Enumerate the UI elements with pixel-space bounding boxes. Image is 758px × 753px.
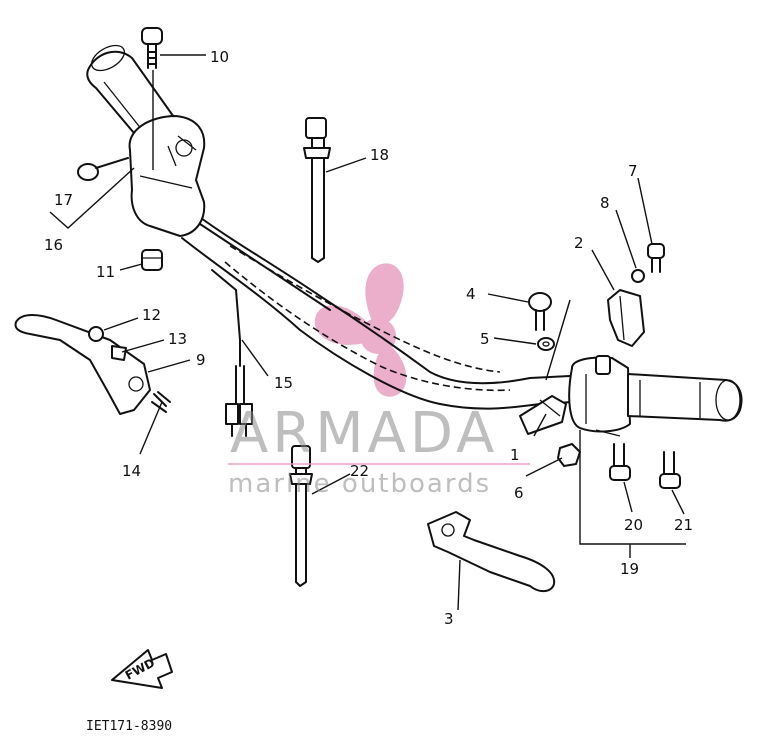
- part-6-nut: [557, 443, 581, 467]
- part-7-screw: [647, 243, 665, 273]
- part-4-knob: [528, 292, 552, 331]
- handlebar: [181, 209, 573, 410]
- right-throttle-housing: [568, 355, 631, 433]
- armada-propeller-logo: [314, 263, 407, 397]
- part-18-cable-tie: [303, 117, 331, 263]
- part-21-screw: [659, 451, 681, 489]
- part-15-wire-harness: [211, 269, 253, 437]
- callout-6: 6: [514, 484, 524, 502]
- callout-20: 20: [624, 516, 643, 534]
- callout-17: 17: [54, 191, 73, 209]
- callout-21: 21: [674, 516, 693, 534]
- callout-14: 14: [122, 462, 141, 480]
- leader-lines: [49, 54, 686, 611]
- part-17-screw: [77, 157, 129, 181]
- callout-19: 19: [620, 560, 639, 578]
- callout-7: 7: [628, 162, 638, 180]
- callout-9: 9: [196, 351, 206, 369]
- propeller-blade-left: [314, 305, 373, 345]
- callout-16: 16: [44, 236, 63, 254]
- callout-22: 22: [350, 462, 369, 480]
- part-1-clamp: [519, 395, 567, 435]
- callout-labels: 10 18 7 8 2 17 16 11 4 5 12 13 9 15 14 1…: [44, 48, 693, 628]
- part-5-washer: [537, 337, 555, 351]
- callout-2: 2: [574, 234, 584, 252]
- part-22-cable-tie: [289, 445, 313, 587]
- left-switch-housing: [128, 115, 206, 237]
- part-8-washer: [631, 269, 645, 283]
- watermark-tagline: marine outboards: [228, 469, 491, 499]
- callout-8: 8: [600, 194, 610, 212]
- armada-watermark: ARMADA marine outboards: [228, 401, 530, 499]
- callout-15: 15: [274, 374, 293, 392]
- callout-12: 12: [142, 306, 161, 324]
- part-14-bolt: [151, 391, 171, 413]
- watermark-brand: ARMADA: [230, 401, 498, 466]
- part-10-screw: [141, 27, 163, 69]
- part-20-screw: [609, 443, 631, 481]
- left-clutch-lever: [14, 314, 151, 415]
- part-11-grommet: [141, 249, 163, 271]
- callout-5: 5: [480, 330, 490, 348]
- callout-4: 4: [466, 285, 476, 303]
- right-grip: [627, 373, 743, 422]
- callout-18: 18: [370, 146, 389, 164]
- fwd-arrow: FWD: [111, 649, 173, 689]
- propeller-blade-right: [373, 343, 407, 397]
- propeller-ring: [370, 264, 398, 292]
- diagram-part-code: IET171-8390: [86, 719, 172, 734]
- part-3-brake-lever: [427, 511, 556, 592]
- part-2-cable-holder: [607, 289, 645, 347]
- callout-10: 10: [210, 48, 229, 66]
- callout-3: 3: [444, 610, 454, 628]
- callout-1: 1: [510, 446, 520, 464]
- callout-11: 11: [96, 263, 115, 281]
- callout-13: 13: [168, 330, 187, 348]
